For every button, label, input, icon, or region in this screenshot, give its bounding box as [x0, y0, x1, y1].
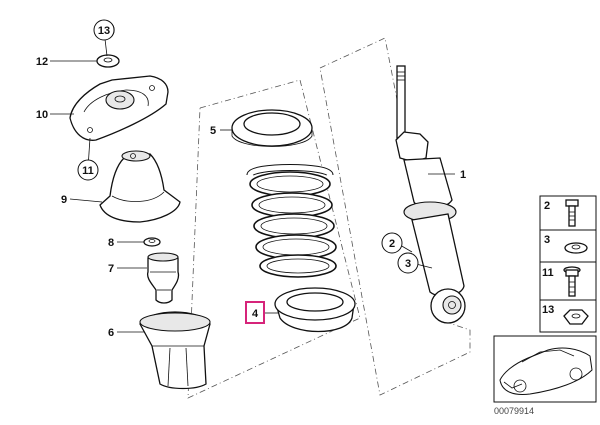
callout-10[interactable]: 10	[36, 109, 48, 121]
sidebar-item-13-label: 13	[542, 304, 554, 316]
callout-4-highlight[interactable]	[245, 301, 265, 324]
spring-group-outline	[187, 79, 361, 399]
part-7-bump-stop	[146, 252, 180, 304]
part-5-upper-spring-pad	[231, 109, 313, 147]
vehicle-thumbnail	[493, 335, 597, 403]
callout-9[interactable]: 9	[61, 194, 67, 206]
part-6-protection-tube	[139, 311, 211, 390]
callout-12[interactable]: 12	[36, 56, 48, 68]
diagram-code: 00079914	[494, 406, 534, 416]
washer-icon	[564, 242, 588, 254]
bolt-icon	[565, 199, 579, 227]
coil-spring	[246, 164, 337, 278]
part-1-shock-absorber	[395, 65, 466, 324]
callout-4[interactable]: 4	[252, 308, 259, 320]
callout-13[interactable]: 13	[98, 25, 110, 37]
callout-5[interactable]: 5	[210, 125, 216, 137]
part-10-top-mount	[69, 75, 169, 141]
callout-11[interactable]: 11	[82, 165, 94, 177]
callout-3-circle[interactable]	[397, 252, 419, 274]
callout-11-circle[interactable]	[77, 159, 99, 181]
part-4-lower-spring-pad	[274, 287, 356, 333]
callout-7[interactable]: 7	[108, 263, 114, 275]
callout-13-circle[interactable]	[93, 19, 115, 41]
part-12-washer	[96, 54, 120, 68]
nut-icon	[563, 309, 589, 325]
sidebar-item-2-label: 2	[544, 200, 550, 212]
part-8-washer	[143, 237, 161, 247]
callout-8[interactable]: 8	[108, 237, 114, 249]
callout-6[interactable]: 6	[108, 327, 114, 339]
callout-2[interactable]: 2	[389, 238, 395, 250]
sidebar-panel: 2 3 11 13	[539, 195, 597, 333]
callout-1[interactable]: 1	[460, 169, 466, 181]
part-9-dust-boot	[99, 150, 181, 223]
sidebar-item-11-label: 11	[542, 267, 554, 279]
callout-2-circle[interactable]	[381, 232, 403, 254]
strut-group-outline	[319, 37, 471, 396]
callout-3[interactable]: 3	[405, 258, 411, 270]
flange-bolt-icon	[563, 266, 581, 297]
sidebar-item-3-label: 3	[544, 234, 550, 246]
